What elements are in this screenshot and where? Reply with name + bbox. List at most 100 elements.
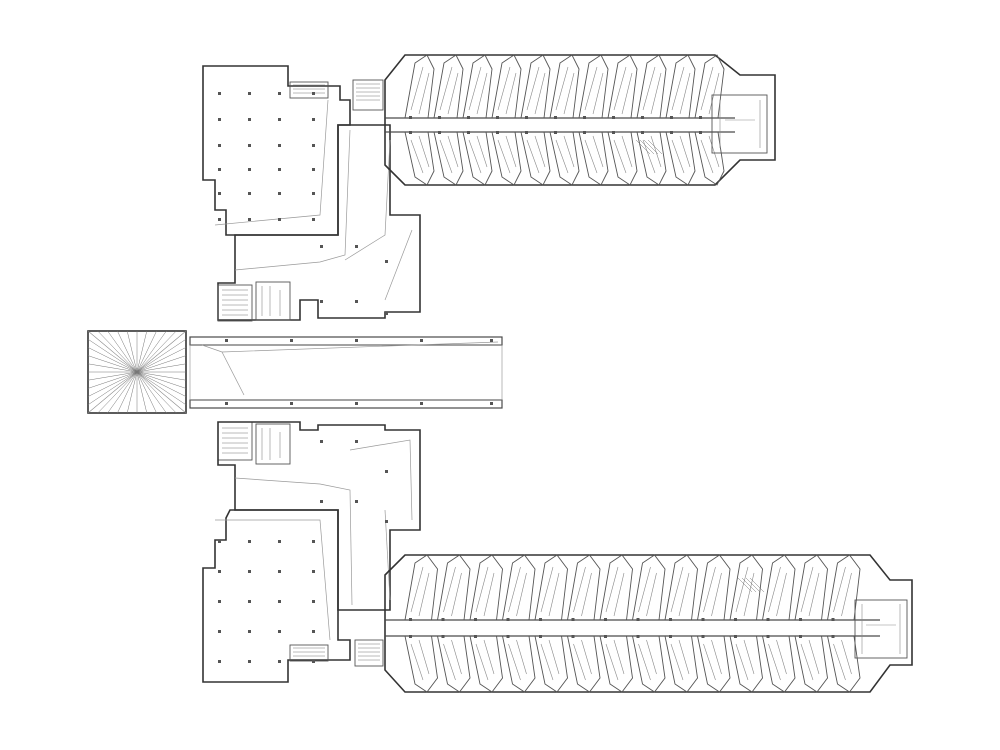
- hall-column-grid: [218, 92, 388, 663]
- room-partition: [443, 639, 462, 681]
- room-module-lower: [433, 131, 464, 186]
- roof-hatch: [136, 330, 148, 373]
- room-partition: [613, 66, 633, 115]
- roof-hatch: [136, 355, 187, 373]
- room-module-lower: [578, 131, 609, 186]
- column: [699, 131, 702, 134]
- room-module-lower: [491, 131, 522, 186]
- roof-hatch: [87, 371, 138, 406]
- north-middle-wing: [217, 124, 421, 321]
- room-module-upper: [404, 554, 438, 621]
- room-partition: [555, 135, 575, 174]
- column: [571, 618, 575, 621]
- column: [218, 92, 221, 95]
- column: [766, 635, 770, 638]
- room-module-upper: [437, 554, 471, 621]
- roof-hatch: [87, 355, 138, 373]
- room-partition: [468, 66, 488, 115]
- column: [218, 218, 221, 221]
- column: [385, 260, 388, 263]
- column: [312, 570, 315, 573]
- column: [496, 131, 499, 134]
- column: [320, 300, 323, 303]
- room-partition: [833, 566, 852, 617]
- room-module-upper: [502, 554, 536, 621]
- room-partition: [497, 135, 517, 174]
- column: [248, 600, 251, 603]
- column: [701, 618, 705, 621]
- room-partition: [638, 639, 657, 681]
- room-partition: [410, 66, 430, 115]
- central-link-bridge: [189, 336, 503, 409]
- room-partition: [497, 66, 517, 115]
- north-stair-core: [217, 281, 291, 322]
- column: [248, 168, 251, 171]
- column: [320, 245, 323, 248]
- room-module-upper: [697, 554, 731, 621]
- room-partition: [526, 66, 546, 115]
- room-module-upper: [567, 554, 601, 621]
- column: [355, 300, 358, 303]
- column: [312, 168, 315, 171]
- room-partition: [410, 639, 430, 681]
- room-module-upper: [607, 54, 638, 119]
- column: [385, 470, 388, 473]
- room-partition: [671, 66, 691, 115]
- room-module-upper: [636, 54, 667, 119]
- column: [438, 131, 441, 134]
- column: [438, 116, 441, 119]
- room-module-lower: [469, 635, 503, 693]
- column: [355, 339, 358, 342]
- column: [539, 635, 542, 638]
- column: [278, 218, 281, 221]
- room-partition: [638, 566, 657, 617]
- column: [248, 118, 251, 121]
- roof-hatch: [136, 330, 157, 373]
- column: [496, 116, 499, 119]
- column: [506, 618, 510, 621]
- room-module-lower: [697, 635, 731, 693]
- roof-hatch: [87, 338, 138, 373]
- roof-hatch: [136, 371, 187, 397]
- column: [490, 339, 493, 342]
- room-partition: [540, 639, 560, 681]
- column: [525, 131, 528, 134]
- column: [248, 92, 251, 95]
- column: [218, 630, 221, 633]
- column: [669, 618, 672, 621]
- roof-hatch: [87, 347, 138, 373]
- roof-hatch: [136, 371, 187, 406]
- room-module-upper: [827, 554, 861, 621]
- column: [312, 92, 315, 95]
- room-partition: [642, 66, 662, 115]
- roof-hatch: [97, 330, 138, 373]
- room-module-upper: [729, 554, 763, 621]
- roof-hatch: [136, 371, 167, 414]
- column: [612, 116, 615, 119]
- roof-hatch: [87, 363, 138, 373]
- south-stair-core: [217, 421, 291, 465]
- column: [248, 570, 251, 573]
- column: [355, 402, 358, 405]
- room-module-upper: [762, 554, 796, 621]
- column: [441, 635, 445, 638]
- column: [218, 660, 221, 663]
- column: [355, 440, 358, 443]
- column: [467, 131, 470, 134]
- room-partition: [800, 566, 820, 617]
- room-partition: [584, 135, 604, 174]
- column: [312, 192, 315, 195]
- column: [831, 618, 835, 621]
- room-module-lower: [827, 635, 861, 693]
- south-hall: [202, 509, 351, 683]
- column: [248, 660, 251, 663]
- column: [218, 600, 221, 603]
- column: [225, 339, 228, 342]
- room-partition: [833, 639, 852, 681]
- column: [290, 402, 293, 405]
- column: [278, 540, 281, 543]
- column: [409, 618, 412, 621]
- room-partition: [670, 639, 690, 681]
- room-module-lower: [404, 131, 435, 186]
